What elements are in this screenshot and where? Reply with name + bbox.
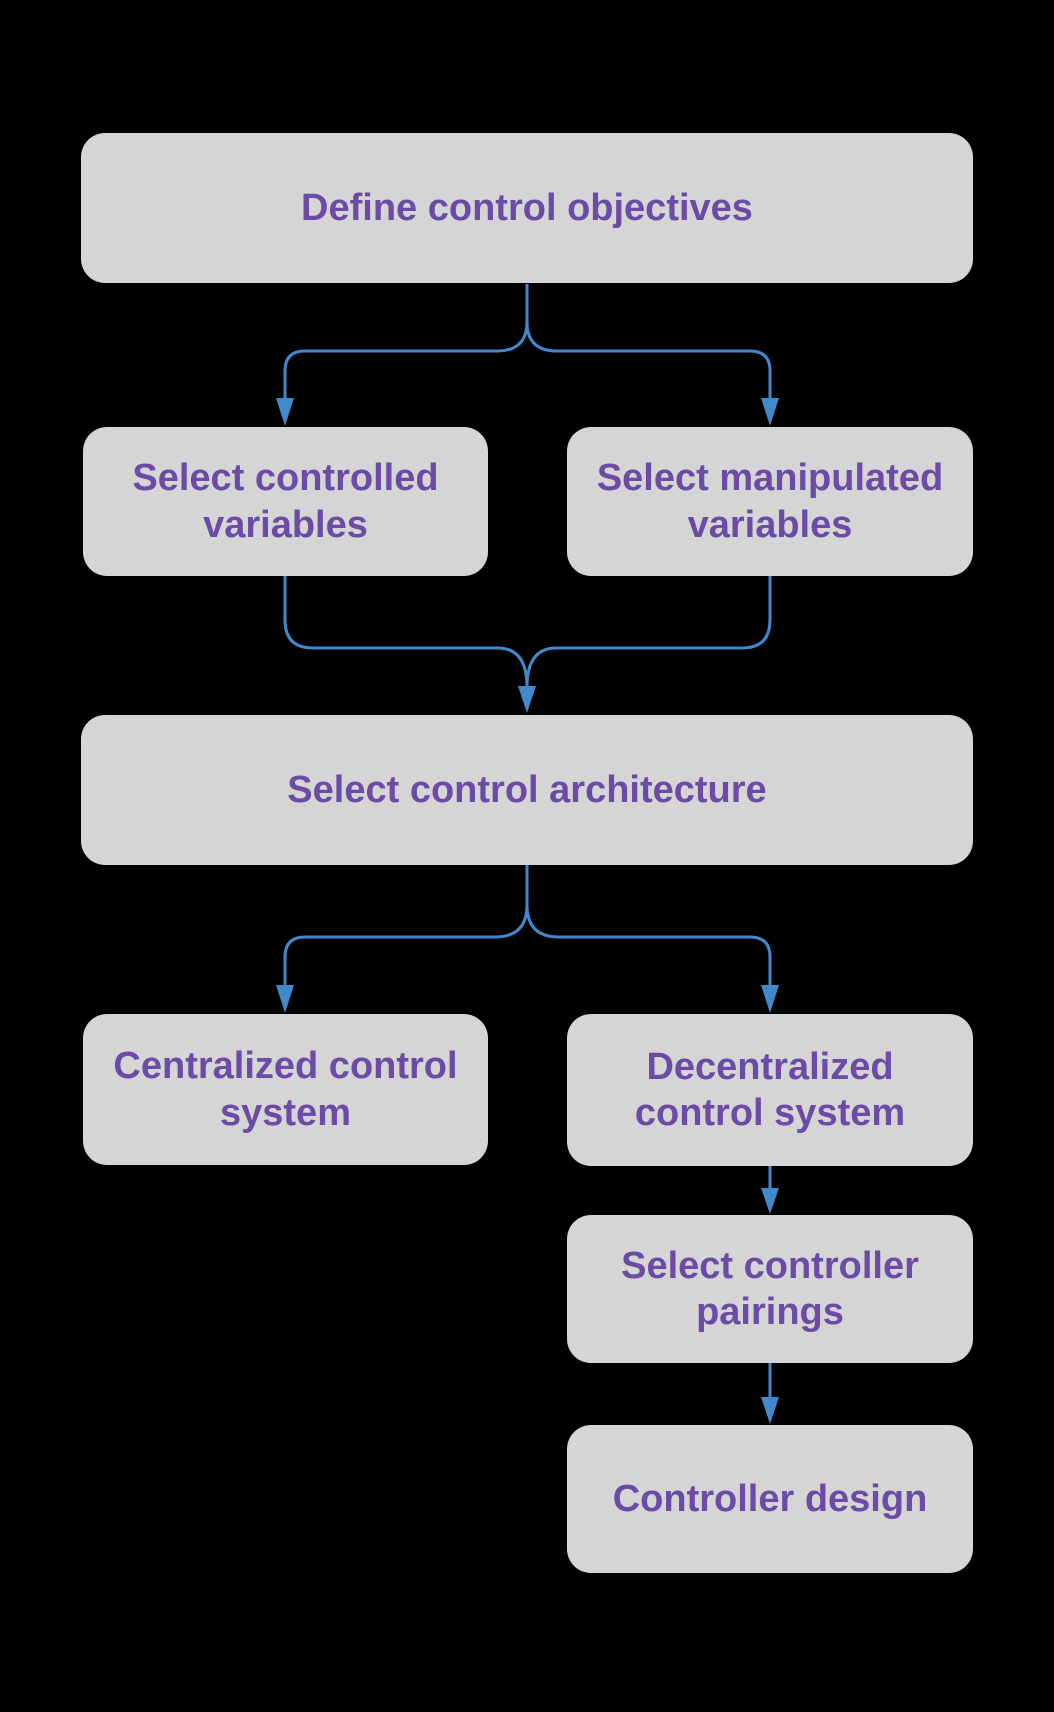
- arrowhead-architecture: [518, 686, 536, 713]
- node-label: Select manipulated variables: [596, 457, 944, 546]
- edge-manipulated-to-architecture: [525, 576, 772, 688]
- arrowhead-centralized: [276, 985, 294, 1013]
- edge-architecture-to-decentralized: [525, 865, 772, 986]
- node-select-control-architecture: Select control architecture: [81, 715, 973, 865]
- node-label: Define control objectives: [301, 186, 753, 229]
- arrowhead-design: [761, 1397, 779, 1424]
- node-decentralized-control-system: Decentralized control system: [567, 1014, 973, 1166]
- edge-architecture-to-centralized: [283, 865, 529, 986]
- node-select-controlled-variables: Select controlled variables: [83, 427, 488, 576]
- node-controller-design: Controller design: [567, 1425, 973, 1573]
- node-select-manipulated-variables: Select manipulated variables: [567, 427, 973, 576]
- node-label: Select controller pairings: [621, 1244, 919, 1333]
- node-label: Controller design: [612, 1477, 928, 1520]
- arrowhead-manipulated: [761, 398, 779, 426]
- edge-controlled-to-architecture: [283, 576, 529, 688]
- node-label: Decentralized control system: [634, 1045, 906, 1134]
- node-centralized-control-system: Centralized control system: [83, 1014, 488, 1165]
- edge-define-to-controlled: [283, 284, 529, 399]
- node-define-control-objectives: Define control objectives: [81, 133, 973, 283]
- arrowhead-pairings: [761, 1188, 779, 1214]
- node-label: Select control architecture: [287, 768, 767, 811]
- node-label: Select controlled variables: [132, 457, 439, 546]
- arrowhead-controlled: [276, 398, 294, 426]
- edge-define-to-manipulated: [525, 284, 772, 399]
- node-select-controller-pairings: Select controller pairings: [567, 1215, 973, 1363]
- node-label: Centralized control system: [113, 1045, 458, 1134]
- arrowhead-decentralized: [761, 985, 779, 1013]
